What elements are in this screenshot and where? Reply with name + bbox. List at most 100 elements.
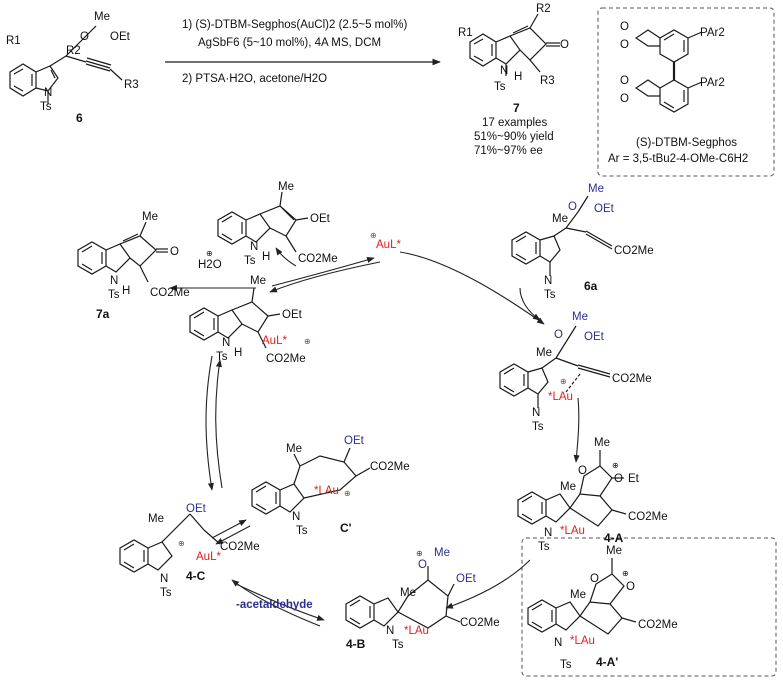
4a-n: N: [544, 527, 552, 539]
ligand-structure: [634, 29, 703, 113]
4b-charge: ⊕: [416, 549, 423, 558]
ge-charge: ⊕: [304, 337, 311, 346]
label-o-product: O: [560, 39, 569, 51]
compound-4b-structure: [345, 566, 461, 629]
catalyst-charge: ⊕: [370, 231, 377, 240]
4ap-ts: Ts: [560, 659, 572, 671]
label-oet: OEt: [110, 31, 131, 43]
ge-aul: AuL*: [262, 335, 287, 347]
compound-4c-structure: [119, 513, 221, 573]
6a-co2me: CO2Me: [614, 245, 654, 257]
label-4b: 4-B: [346, 637, 366, 651]
product-7-structure: [469, 13, 560, 76]
4b-oet: OEt: [456, 573, 477, 585]
label-6: 6: [76, 111, 83, 125]
label-n: N: [44, 87, 52, 99]
cp-ts: Ts: [296, 525, 308, 537]
4b-o: O: [418, 559, 427, 571]
pc-oet: OEt: [584, 331, 605, 343]
4ap-n: N: [554, 637, 562, 649]
7a-co2me: CO2Me: [150, 287, 190, 299]
condition-2: 2) PTSA·H2O, acetone/H2O: [182, 73, 327, 85]
cp-n: N: [292, 511, 300, 523]
scope-yield: 51%~90% yield: [474, 131, 554, 143]
label-o: O: [80, 31, 89, 43]
6a-oet: OEt: [594, 203, 615, 215]
cp-oet: OEt: [344, 435, 365, 447]
gold-enolate-structure: [189, 287, 281, 349]
scope-examples: 17 examples: [482, 117, 547, 129]
cycle-text: AuL* ⊕ H2O ⊕ Me O N H Ts CO2Me 7a Me OEt…: [96, 181, 678, 671]
6a-me: Me: [588, 183, 604, 195]
4b-n: N: [386, 625, 394, 637]
4c-oet: OEt: [186, 503, 207, 515]
4ap-o2: O: [626, 581, 635, 593]
4a-co2me: CO2Me: [628, 511, 668, 523]
label-r3: R3: [124, 79, 139, 91]
label-ts-product: Ts: [494, 81, 506, 93]
4a-ts: Ts: [538, 541, 550, 553]
7a-n: N: [110, 275, 118, 287]
cp-co2me: CO2Me: [370, 461, 410, 473]
pc-o: O: [554, 329, 563, 341]
label-n-product: N: [500, 65, 508, 77]
4a-me: Me: [594, 437, 610, 449]
ge-h: H: [234, 347, 242, 359]
4c-ts: Ts: [160, 587, 172, 599]
4a-o1: O: [578, 465, 587, 477]
4b-lau: *LAu: [404, 625, 429, 637]
6a-ts: Ts: [544, 289, 556, 301]
compound-6a-structure: [511, 195, 613, 276]
4ap-me2: Me: [570, 589, 586, 601]
ge-n: N: [222, 337, 230, 349]
6a-me2: Me: [552, 213, 568, 225]
pc-n: N: [532, 407, 540, 419]
4c-co2me: CO2Me: [220, 541, 260, 553]
ge-me: Me: [250, 275, 266, 287]
4b-me2: Me: [400, 587, 416, 599]
4a-o2: O: [614, 473, 623, 485]
7a-me: Me: [142, 211, 158, 223]
label-ts: Ts: [40, 101, 52, 113]
top-reaction: [9, 7, 775, 177]
label-4a: 4-A: [604, 531, 624, 545]
4ap-charge: ⊕: [622, 569, 629, 578]
7a-h: H: [122, 285, 130, 297]
compound-4a-prime-box: [521, 537, 777, 677]
label-7a: 7a: [96, 307, 110, 321]
ligand-ar: Ar = 3,5-tBu2-4-OMe-C6H2: [608, 153, 748, 165]
top-co2me: CO2Me: [298, 253, 338, 265]
4ap-o1: O: [590, 573, 599, 585]
4c-n: N: [160, 573, 168, 585]
label-me: Me: [94, 11, 110, 23]
top-oet: OEt: [310, 213, 331, 225]
4c-aul: AuL*: [196, 551, 221, 563]
pc-me: Me: [572, 311, 588, 323]
cp-charge: ⊕: [344, 489, 351, 498]
6a-o: O: [568, 201, 577, 213]
4ap-lau: *LAu: [570, 635, 595, 647]
water-label: H2O: [198, 259, 222, 271]
cp-lau: *LAu: [314, 485, 339, 497]
4b-ts: Ts: [392, 639, 404, 651]
substrate-6-structure: [9, 25, 123, 104]
compound-7a-structure: [77, 221, 168, 283]
label-r2-product: R2: [536, 3, 551, 15]
ligand-box: [597, 7, 775, 177]
7a-ts: Ts: [108, 289, 120, 301]
ligand-name: (S)-DTBM-Segphos: [636, 137, 737, 149]
ligand-o-2: O: [620, 39, 629, 51]
label-r1-product: R1: [458, 27, 473, 39]
ligand-par-top: PAr2: [700, 27, 725, 39]
ligand-o-1: O: [620, 21, 629, 33]
4ap-me: Me: [606, 545, 622, 557]
4c-me: Me: [148, 513, 164, 525]
ge-oet: OEt: [282, 309, 303, 321]
pc-me2: Me: [536, 347, 552, 359]
label-c-prime: C': [340, 521, 352, 535]
condition-1b: AgSbF6 (5~10 mol%), 4A MS, DCM: [198, 37, 381, 49]
4a-charge: ⊕: [612, 461, 619, 470]
ligand-par-bottom: PAr2: [700, 77, 725, 89]
water-charge: ⊕: [206, 249, 213, 258]
